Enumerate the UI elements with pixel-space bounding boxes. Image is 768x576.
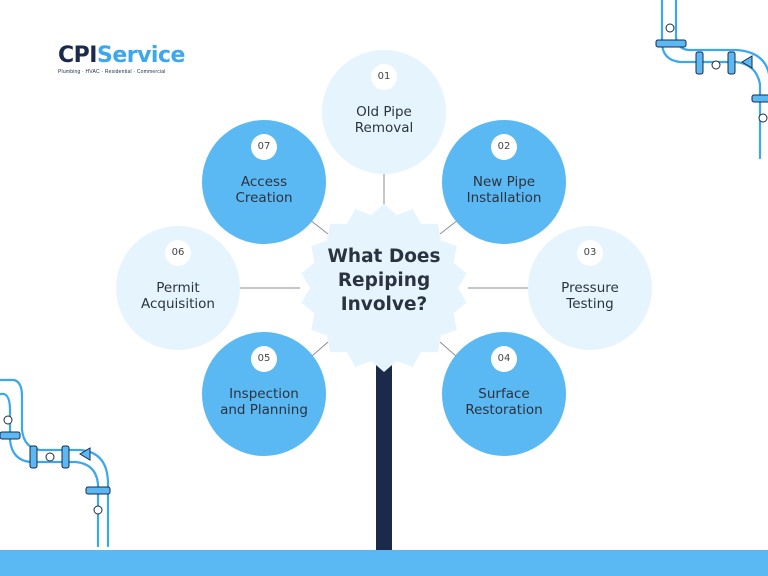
connector-07 (309, 219, 329, 235)
connector-04 (439, 341, 457, 357)
step-03-label: Pressure Testing (561, 280, 619, 312)
step-04-label: Surface Restoration (465, 386, 543, 418)
step-02-number: 02 (491, 134, 517, 160)
pipe-band (0, 431, 21, 440)
step-07-circle: 07 Access Creation (202, 120, 326, 244)
logo-tagline: Plumbing · HVAC · Residential · Commerci… (58, 69, 166, 75)
connector-05 (311, 341, 329, 357)
logo-service: Service (96, 43, 185, 68)
step-04-circle: 04 Surface Restoration (442, 332, 566, 456)
pipe-band (695, 51, 704, 75)
step-07-number: 07 (251, 134, 277, 160)
tree-trunk (376, 360, 392, 552)
step-05-circle: 05 Inspection and Planning (202, 332, 326, 456)
step-05-number: 05 (251, 346, 277, 372)
pipe-nut-icon (758, 113, 768, 123)
pipe-water-icon (741, 55, 753, 69)
step-02-label: New Pipe Installation (466, 174, 542, 206)
pipe-nut-icon (711, 60, 721, 70)
step-03-circle: 03 Pressure Testing (528, 226, 652, 350)
pipe-band (655, 39, 687, 48)
step-01-label: Old Pipe Removal (354, 104, 414, 136)
pipe-band (29, 445, 38, 469)
step-02-circle: 02 New Pipe Installation (442, 120, 566, 244)
pipe-nut-icon (45, 452, 55, 462)
pipe-band (61, 445, 70, 469)
connector-02 (439, 219, 459, 235)
center-starburst (301, 204, 467, 372)
step-06-circle: 06 Permit Acquisition (116, 226, 240, 350)
step-06-number: 06 (165, 240, 191, 266)
pipe-band (727, 51, 736, 75)
pipe-band (751, 94, 768, 103)
pipe-band (85, 486, 111, 495)
step-01-circle: 01 Old Pipe Removal (322, 50, 446, 174)
center-title: What Does Repiping Involve? (327, 246, 441, 315)
company-logo: CPIService Plumbing · HVAC · Residential… (58, 44, 188, 76)
step-04-number: 04 (491, 346, 517, 372)
step-03-number: 03 (577, 240, 603, 266)
pipe-water-icon (79, 447, 91, 461)
step-07-label: Access Creation (235, 174, 293, 206)
pipe-nut-icon (93, 505, 103, 515)
logo-cpi: CPI (58, 43, 97, 68)
step-05-label: Inspection and Planning (220, 386, 308, 418)
step-06-label: Permit Acquisition (141, 280, 215, 312)
logo-wordmark: CPIService (58, 44, 188, 68)
pipe-nut-icon (665, 23, 675, 33)
step-01-number: 01 (371, 64, 397, 90)
pipe-nut-icon (3, 415, 13, 425)
ground-bar (0, 550, 768, 576)
